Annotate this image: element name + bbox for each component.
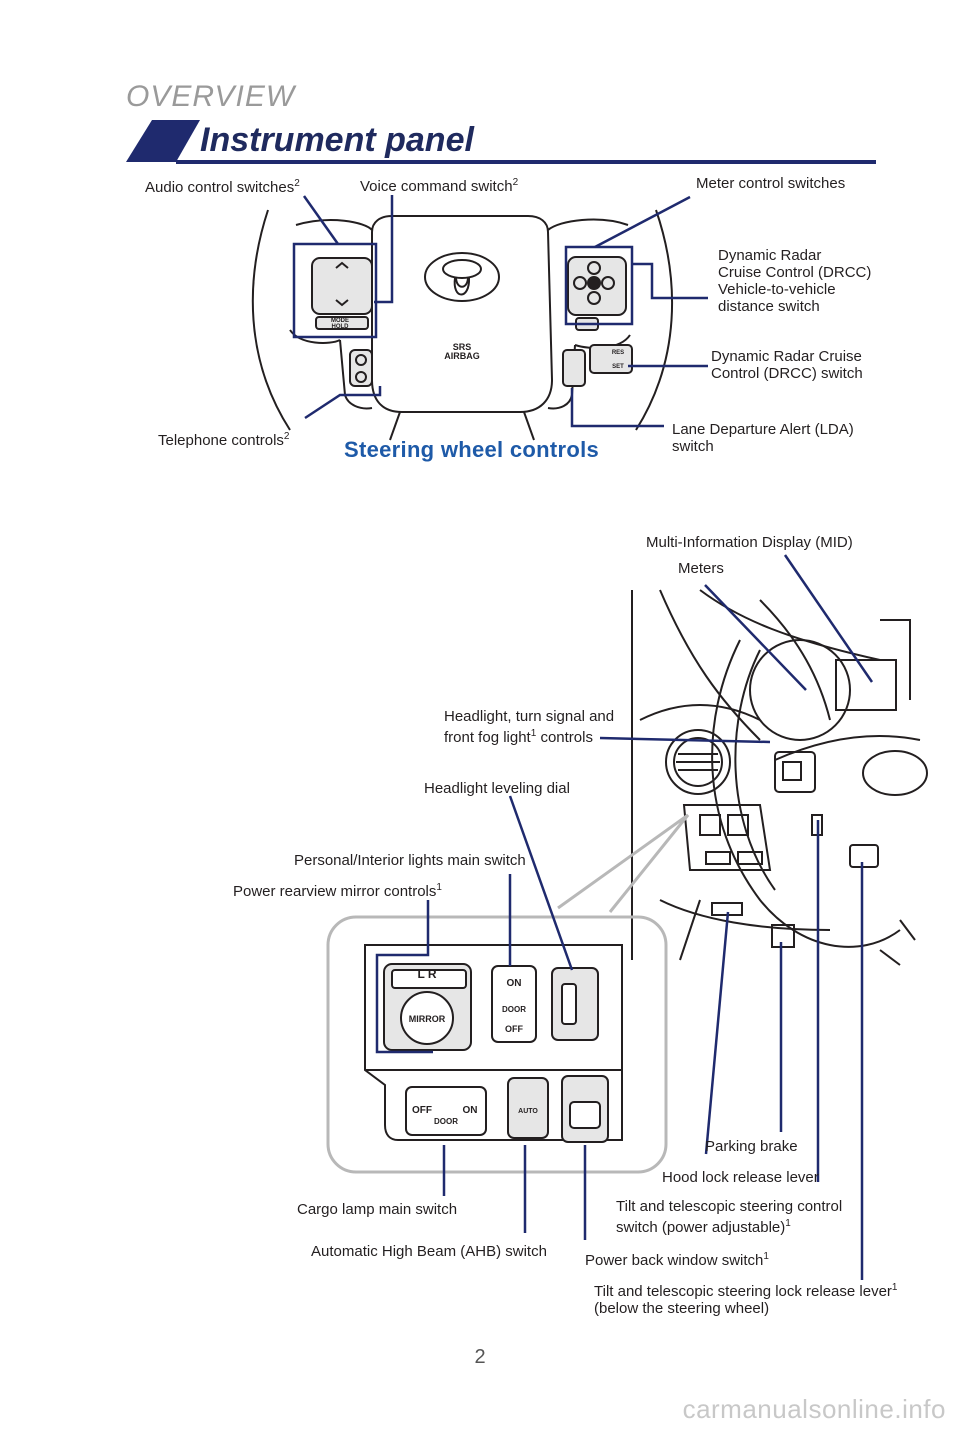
svg-text:MIRROR: MIRROR	[409, 1014, 446, 1024]
watermark: carmanualsonline.info	[682, 1394, 946, 1424]
airbag-text: SRS	[453, 342, 472, 352]
svg-text:DOOR: DOOR	[434, 1117, 458, 1126]
svg-text:OFF: OFF	[412, 1105, 432, 1116]
label-mid: Multi-Information Display (MID)	[646, 534, 853, 551]
label-lda-switch: Lane Departure Alert (LDA) switch	[672, 421, 854, 455]
label-drcc-distance: Dynamic Radar Cruise Control (DRCC) Vehi…	[718, 247, 872, 315]
page-number: 2	[474, 1346, 486, 1368]
label-tilt-lock-release: Tilt and telescopic steering lock releas…	[594, 1282, 898, 1317]
svg-text:HOLD: HOLD	[332, 324, 350, 330]
svg-text:ON: ON	[463, 1105, 478, 1116]
label-ahb-switch: Automatic High Beam (AHB) switch	[311, 1243, 547, 1260]
label-personal-lights-switch: Personal/Interior lights main switch	[294, 852, 526, 869]
svg-text:OFF: OFF	[505, 1024, 523, 1034]
section-heading: OVERVIEW	[126, 80, 296, 113]
label-power-back-window: Power back window switch1	[585, 1251, 769, 1269]
label-drcc-switch: Dynamic Radar Cruise Control (DRCC) swit…	[711, 348, 863, 382]
steering-wheel-controls-title: Steering wheel controls	[344, 437, 600, 462]
label-voice-command-switch: Voice command switch2	[360, 177, 519, 195]
svg-text:MODE: MODE	[331, 318, 349, 324]
svg-text:AUTO: AUTO	[518, 1108, 538, 1115]
label-power-mirror-controls: Power rearview mirror controls1	[233, 882, 442, 900]
label-meter-control-switches: Meter control switches	[696, 175, 846, 192]
page-title: Instrument panel	[200, 121, 474, 159]
label-tilt-power-switch: Tilt and telescopic steering control swi…	[616, 1198, 843, 1236]
label-hood-lock-release: Hood lock release lever	[662, 1169, 819, 1186]
label-meters: Meters	[678, 560, 724, 577]
label-headlight-controls: Headlight, turn signal and front fog lig…	[444, 708, 615, 746]
svg-text:DOOR: DOOR	[502, 1005, 526, 1014]
svg-text:AIRBAG: AIRBAG	[444, 351, 480, 361]
svg-text:L R: L R	[417, 967, 436, 981]
svg-text:RES: RES	[612, 350, 624, 356]
label-parking-brake: Parking brake	[705, 1138, 798, 1155]
svg-text:ON: ON	[507, 978, 522, 989]
label-telephone-controls: Telephone controls2	[158, 431, 290, 449]
svg-text:SET: SET	[612, 364, 624, 370]
label-audio-control-switches: Audio control switches2	[145, 178, 300, 196]
label-headlight-leveling-dial: Headlight leveling dial	[424, 780, 570, 797]
label-cargo-lamp-switch: Cargo lamp main switch	[297, 1201, 458, 1218]
